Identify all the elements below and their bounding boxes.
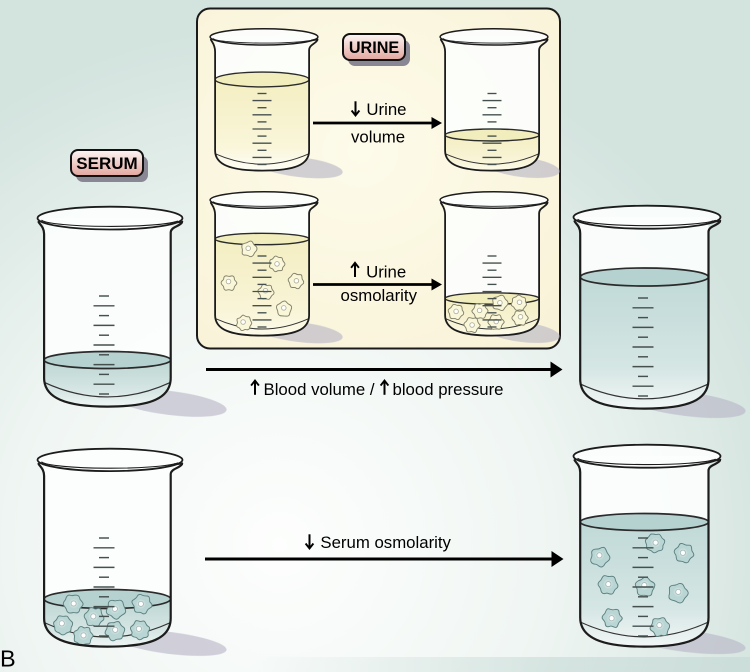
svg-text:Serum osmolarity: Serum osmolarity bbox=[320, 533, 451, 552]
svg-text:SERUM: SERUM bbox=[76, 154, 137, 173]
svg-text:volume: volume bbox=[351, 128, 405, 147]
svg-text:Urine: Urine bbox=[366, 262, 406, 281]
svg-text:URINE: URINE bbox=[349, 39, 400, 57]
svg-text:Blood volume /: Blood volume / bbox=[264, 380, 375, 399]
svg-text:blood pressure: blood pressure bbox=[393, 380, 504, 399]
svg-text:Urine: Urine bbox=[366, 100, 406, 119]
svg-text:B: B bbox=[0, 646, 16, 672]
svg-text:osmolarity: osmolarity bbox=[341, 286, 418, 305]
